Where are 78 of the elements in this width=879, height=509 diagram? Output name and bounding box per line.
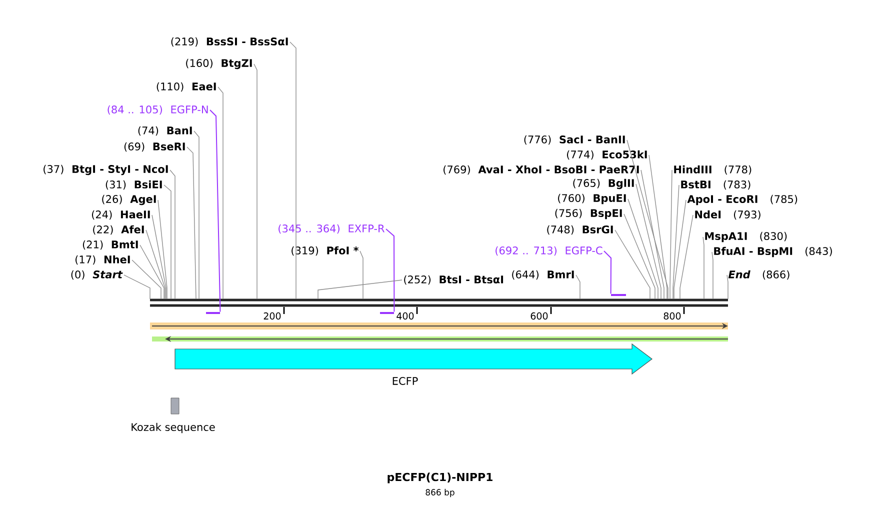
- enzyme-site-label: (24) HaeII: [92, 210, 150, 220]
- leader-line: [648, 154, 668, 300]
- enzyme-site-label: (644) BmrI: [512, 270, 574, 280]
- enzyme-site-label: (37) BtgI - StyI - NcoI: [44, 164, 168, 176]
- leader-line: [628, 198, 658, 300]
- leader-line: [210, 110, 221, 312]
- leader-line: [124, 274, 150, 300]
- enzyme-site-label: (74) BanI: [138, 126, 192, 136]
- leader-line: [712, 252, 714, 300]
- scale-tick: 600: [530, 307, 552, 320]
- leader-line: [186, 146, 196, 300]
- leader-line: [640, 170, 664, 300]
- enzyme-site-label: (748) BsrGI: [547, 225, 613, 235]
- enzyme-site-label: End (866): [728, 270, 790, 280]
- enzyme-site-label: (760) BpuEI: [558, 194, 626, 204]
- enzyme-site-label: (0) Start: [71, 270, 123, 280]
- leader-line: [164, 184, 172, 300]
- leader-line: [132, 260, 162, 300]
- enzyme-site-label: HindIII (778): [674, 165, 752, 175]
- leader-line: [680, 214, 694, 300]
- leader-line: [576, 274, 580, 300]
- scale-tick: 200: [264, 307, 285, 320]
- node-label: Kozak sequence: [132, 422, 215, 434]
- leader-line: [140, 244, 164, 300]
- enzyme-site-label: (69) BseRI: [124, 142, 185, 152]
- feature-box: Kozak sequence: [132, 398, 215, 434]
- leader-line: [158, 200, 168, 300]
- node-label: ECFP: [392, 377, 418, 385]
- leader-line: [146, 230, 166, 300]
- primer-label: (345 .. 364) EXFP-R: [278, 224, 384, 234]
- leader-line: [604, 250, 612, 294]
- enzyme-site-label: MspA1I (830): [705, 232, 787, 242]
- scale-tick: 800: [664, 307, 685, 320]
- leader-line: [614, 230, 650, 300]
- primer-mark: [380, 312, 394, 314]
- leader-line: [672, 184, 680, 300]
- leader-line: [360, 250, 364, 300]
- leader-line: [218, 86, 224, 300]
- enzyme-site-label: NdeI (793): [695, 210, 760, 220]
- enzyme-site-label: (776) SacI - BanII: [524, 135, 625, 145]
- enzyme-site-label: (319) PfoI *: [292, 246, 359, 256]
- leader-line: [670, 170, 672, 300]
- leader-line: [626, 140, 668, 300]
- scale-tick: 400: [396, 307, 418, 320]
- leader-line: [290, 42, 296, 300]
- primer-mark: [206, 312, 220, 314]
- enzyme-site-label: (160) BtgZI: [186, 58, 252, 70]
- enzyme-site-label: (252) BtsI - BtsαI: [404, 275, 504, 285]
- leader-line: [386, 228, 395, 312]
- enzyme-site-label: (774) Eco53kI: [567, 150, 647, 160]
- leader-line: [674, 200, 686, 300]
- enzyme-site-label: (26) AgeI: [102, 194, 156, 206]
- leader-line: [624, 214, 656, 300]
- leader-line: [726, 274, 728, 300]
- enzyme-site-label: ApoI - EcoRI (785): [687, 194, 798, 206]
- enzyme-site-label: (110) EaeI: [156, 82, 216, 92]
- enzyme-site-label: (21) BmtI: [82, 240, 138, 250]
- leader-line: [194, 130, 200, 300]
- leader-line: [170, 170, 176, 300]
- enzyme-site-label: BfuAI - BspMI (843): [714, 246, 832, 258]
- enzyme-site-label: (22) AfeI: [93, 225, 144, 235]
- primer-label: (692 .. 713) EGFP-C: [496, 246, 602, 256]
- primer-mark: [611, 294, 626, 296]
- enzyme-site-label: (219) BssSI - BssSαI: [171, 37, 288, 47]
- map-title: pECFP(C1)-NIPP1: [388, 472, 492, 484]
- enzyme-site-label: (31) BsiEI: [106, 180, 162, 190]
- enzyme-site-label: (17) NheI: [76, 255, 130, 265]
- leader-line: [636, 184, 662, 300]
- leader-line: [254, 64, 258, 300]
- leader-line: [152, 214, 166, 300]
- leader-line: [318, 280, 402, 300]
- enzyme-site-label: (765) BglII: [573, 178, 634, 190]
- primer-label: (84 .. 105) EGFP-N: [108, 105, 208, 115]
- enzyme-site-label: (769) AvaI - XhoI - BsoBI - PaeR7I: [444, 165, 639, 175]
- enzyme-site-label: BstBI (783): [681, 180, 750, 190]
- leader-line: [702, 236, 704, 300]
- enzyme-site-label: (756) BspEI: [555, 208, 622, 220]
- sequence-length: 866 bp: [426, 488, 454, 498]
